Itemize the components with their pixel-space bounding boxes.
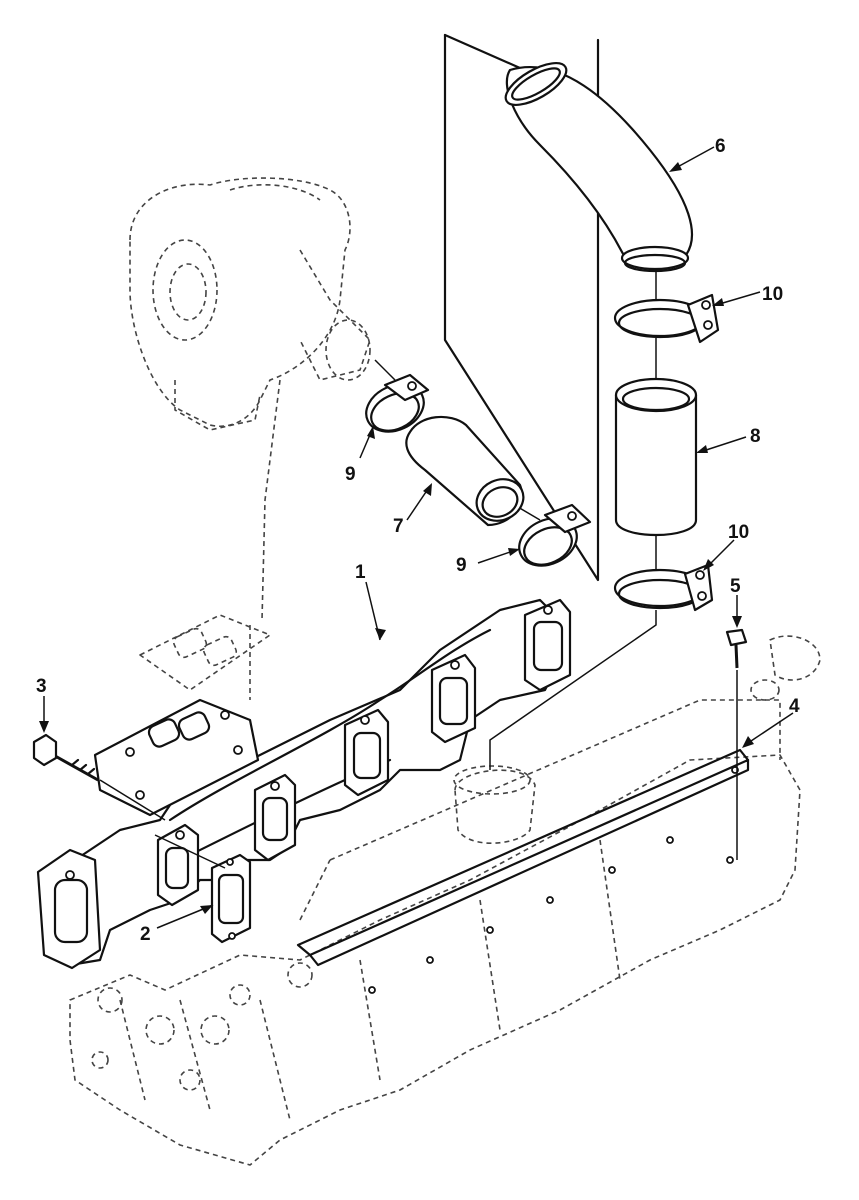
manifold-cap-screw <box>32 733 99 782</box>
intake-tube-elbow <box>504 62 694 273</box>
straight-hose <box>614 377 698 536</box>
hose-clamp-9-lower <box>518 503 592 567</box>
background-plate <box>443 33 600 582</box>
valve-cover-gasket <box>296 748 750 994</box>
callout-8: 8 <box>750 426 761 447</box>
exhaust-port-gasket <box>210 853 252 944</box>
callout-7: 7 <box>393 516 404 537</box>
callout-5: 5 <box>730 576 741 597</box>
turbocharger-ghost <box>129 177 371 700</box>
callout-10-lower: 10 <box>728 522 749 543</box>
exhaust-manifold <box>36 598 572 970</box>
callout-1: 1 <box>355 562 366 583</box>
short-hose <box>405 415 525 527</box>
hose-clamp-lower <box>613 563 714 612</box>
callout-9-lower: 9 <box>456 555 467 576</box>
cylinder-head-ghost <box>69 635 821 1166</box>
callout-labels: 1 2 3 4 5 6 7 8 9 9 10 10 <box>36 136 800 945</box>
callout-6: 6 <box>715 136 726 157</box>
callout-leaders <box>39 146 794 929</box>
callout-9-upper: 9 <box>345 464 356 485</box>
hose-clamp-9-upper <box>365 373 430 433</box>
hose-clamp-upper <box>613 293 720 344</box>
valve-cover-bolt <box>725 628 748 860</box>
callout-10-upper: 10 <box>762 284 783 305</box>
callout-4: 4 <box>789 696 800 717</box>
callout-3: 3 <box>36 676 47 697</box>
callout-2: 2 <box>140 924 151 945</box>
